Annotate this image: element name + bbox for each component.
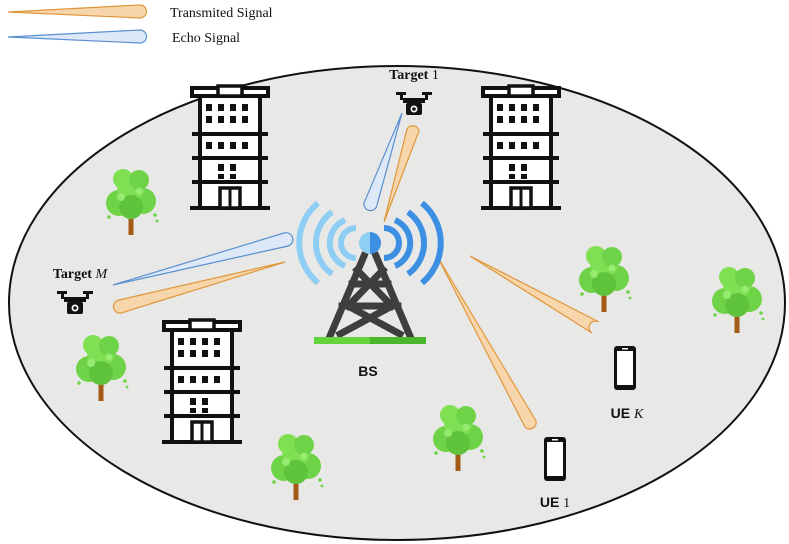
transmitted-beam-target-1 [383, 125, 420, 223]
transmitted-beam-ue-1 [436, 255, 537, 430]
ue-1-label: UE 1 [540, 494, 570, 511]
legend-transmitted-label: Transmited Signal [170, 6, 273, 21]
building-icon [160, 318, 244, 444]
legend-transmitted-beam [7, 4, 148, 19]
legend-echo-beam [7, 29, 148, 44]
target-m-label-text: Target [53, 267, 96, 282]
target-m-label: Target M [53, 267, 109, 282]
target-1-label: Target 1 [389, 68, 439, 83]
building-icon [479, 84, 563, 210]
legend-echo-label: Echo Signal [172, 31, 240, 46]
ue-1-label-text: UE [540, 494, 563, 510]
smartphone-icon [614, 346, 636, 390]
target-m-label-index: M [94, 267, 108, 282]
transmitted-beam-target-m [112, 261, 286, 314]
transmitted-beam-ue-k [469, 255, 600, 334]
legend: Transmited Signal Echo Signal [7, 4, 273, 46]
cell-tower-icon [296, 200, 444, 344]
ue-k-label: UE K [611, 405, 644, 422]
building-icon [188, 84, 272, 210]
target-1-label-index: 1 [432, 68, 439, 83]
echo-beam-target-m [112, 232, 294, 286]
ue-k-label-text: UE [611, 405, 634, 421]
ue-1-label-index: 1 [563, 496, 570, 511]
signal-beams [112, 112, 600, 430]
ue-k-label-index: K [633, 407, 644, 422]
target-1-label-text: Target [389, 68, 432, 83]
bs-label: BS [358, 363, 377, 379]
echo-beam-target-1 [363, 112, 403, 212]
smartphone-icon [544, 437, 566, 481]
